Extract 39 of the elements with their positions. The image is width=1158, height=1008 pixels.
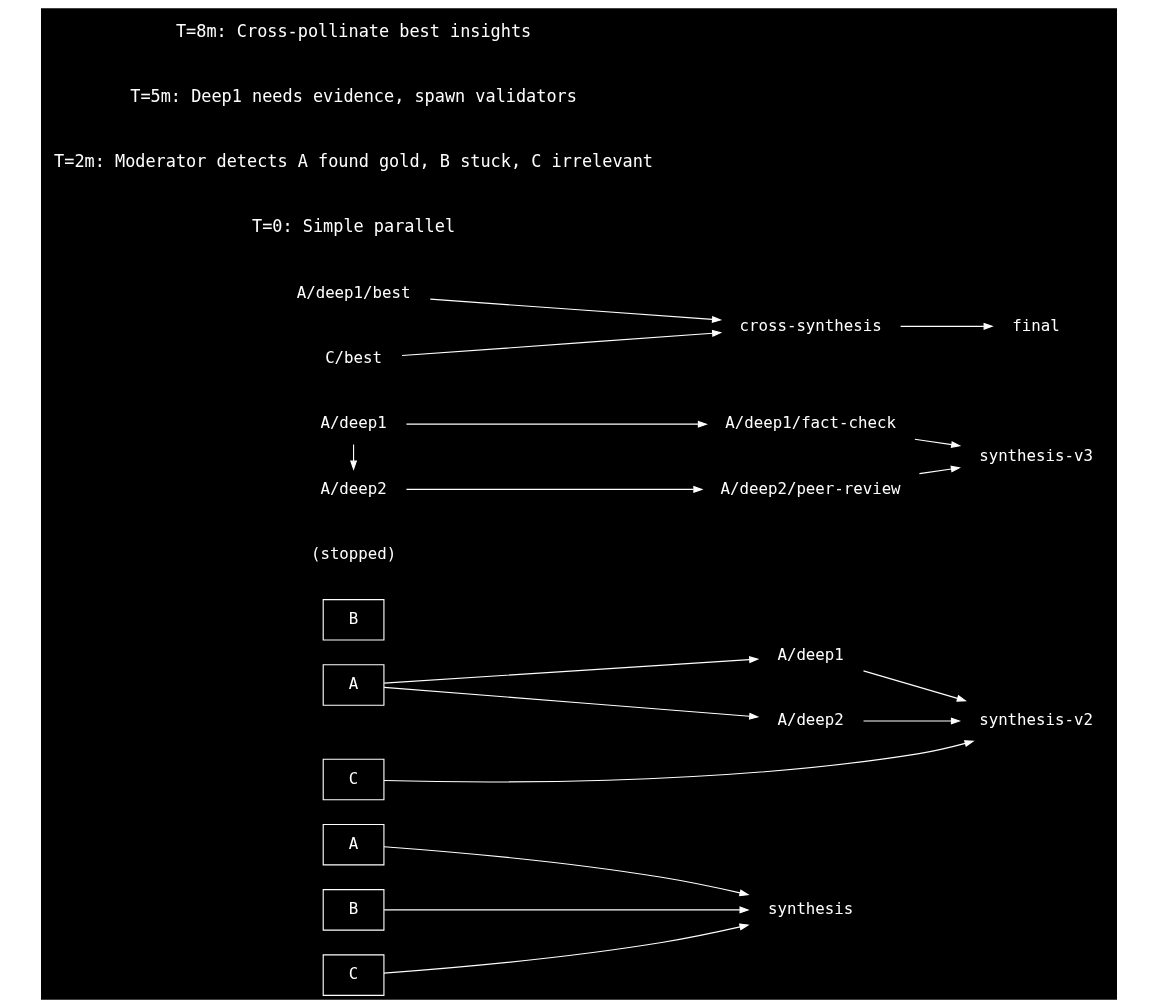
label: T=8m: Cross-pollinate best insights xyxy=(175,20,532,41)
label: T=0: Simple parallel xyxy=(252,216,456,237)
arrow xyxy=(429,298,723,323)
arrow xyxy=(405,485,704,493)
node-text: A/deep2/peer-review xyxy=(720,478,901,498)
node-text: synthesis xyxy=(767,899,854,919)
node-text: A/deep1 xyxy=(777,644,844,664)
label: T=2m: Moderator detects A found gold, B stuck, C irrelevant xyxy=(54,151,654,172)
node-box: A xyxy=(322,664,385,706)
arrow xyxy=(900,322,994,330)
node-text: final xyxy=(1012,315,1060,335)
arrow xyxy=(383,846,750,897)
arrow xyxy=(401,329,723,357)
node-box: C xyxy=(322,758,385,801)
arrow xyxy=(383,656,760,684)
node-text: A/deep1/best xyxy=(296,282,411,302)
node-label: (stopped) xyxy=(310,543,397,563)
node-text: C/best xyxy=(325,348,382,368)
arrow xyxy=(383,686,760,720)
arrow xyxy=(914,438,962,449)
label: T=5m: Deep1 needs evidence, spawn validators xyxy=(130,86,577,107)
arrow xyxy=(862,670,967,702)
arrow xyxy=(862,717,961,725)
arrow xyxy=(383,923,750,974)
arrow xyxy=(405,420,708,428)
node-text: synthesis-v2 xyxy=(979,710,1093,730)
node-box: A xyxy=(322,823,385,866)
node-text: A/deep1/fact-check xyxy=(725,413,896,433)
arrow xyxy=(383,740,975,783)
node-text: A/deep2 xyxy=(320,478,387,498)
node-box: C xyxy=(322,954,385,996)
node-text: cross-synthesis xyxy=(739,315,882,335)
node-box: B xyxy=(322,889,385,931)
node-box: B xyxy=(322,599,385,641)
node-text: synthesis-v3 xyxy=(979,445,1093,465)
arrow xyxy=(918,465,961,475)
node-text: A/deep2 xyxy=(777,710,844,730)
arrow xyxy=(383,906,750,914)
node-text: A/deep1 xyxy=(320,413,387,433)
